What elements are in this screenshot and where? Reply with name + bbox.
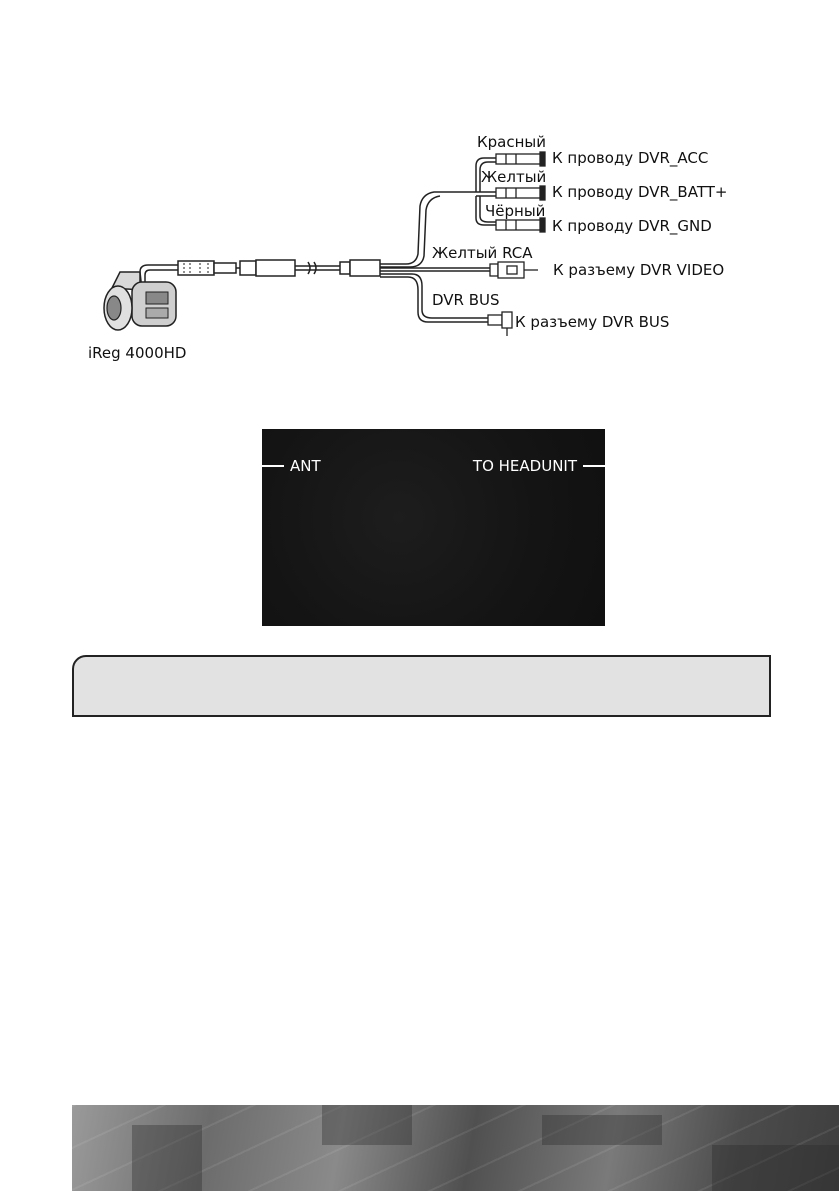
antenna-connection-panel: ANT TO HEADUNIT — [262, 429, 605, 626]
main-cable — [139, 264, 340, 282]
ant-label: ANT — [290, 457, 321, 475]
device-model-label: iReg 4000HD — [88, 344, 186, 362]
headunit-lead-line — [583, 465, 605, 467]
note-box — [72, 655, 771, 717]
harness-branches — [380, 157, 496, 323]
footer-shape — [322, 1105, 412, 1145]
wire-destination-video: К разъему DVR VIDEO — [553, 261, 724, 279]
wire-destination-gnd: К проводу DVR_GND — [552, 217, 712, 236]
footer-shape — [132, 1125, 202, 1191]
footer-shape — [542, 1115, 662, 1145]
wire-destination-acc: К проводу DVR_ACC — [552, 149, 708, 168]
wire-destination-batt: К проводу DVR_BATT+ — [552, 183, 727, 202]
power-connectors — [495, 151, 546, 233]
wire-color-rca-label: Желтый RCA — [432, 244, 533, 262]
wire-color-yellow-label: Желтый — [481, 168, 546, 186]
headunit-label: TO HEADUNIT — [472, 457, 577, 475]
footer-shape — [712, 1145, 839, 1191]
footer-decorative-band — [72, 1105, 839, 1191]
wire-color-red-label: Красный — [477, 133, 546, 151]
wiring-diagram: Красный К проводу DVR_ACC Желтый К прово… — [88, 133, 727, 362]
wire-color-bus-label: DVR BUS — [432, 291, 500, 309]
dvr-bus-connector-icon — [487, 311, 513, 336]
rca-connector-icon — [489, 261, 538, 279]
wire-destination-bus: К разъему DVR BUS — [515, 313, 669, 331]
headunit-label-group: TO HEADUNIT — [473, 457, 605, 475]
ant-label-group: ANT — [262, 457, 321, 475]
ant-lead-line — [262, 465, 284, 467]
camera-icon — [103, 271, 177, 331]
wire-color-black-label: Чёрный — [485, 202, 545, 220]
inline-connectors — [177, 259, 381, 277]
